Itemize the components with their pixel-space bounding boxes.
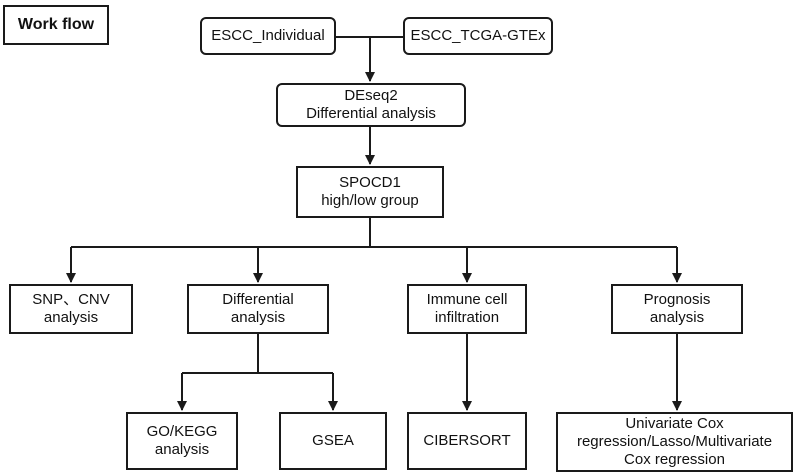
node-prognosis-line-1: Prognosis: [643, 291, 711, 308]
node-gsea: GSEA: [279, 412, 387, 470]
node-prognosis: Prognosis analysis: [611, 284, 743, 334]
node-deseq2-line-2: Differential analysis: [306, 105, 436, 122]
node-escc-tcga-gtex: ESCC_TCGA-GTEx: [403, 17, 553, 55]
node-cibersort-line-1: CIBERSORT: [423, 432, 511, 449]
node-snp-cnv: SNP、CNV analysis: [9, 284, 133, 334]
node-go-kegg: GO/KEGG analysis: [126, 412, 238, 470]
node-cox: Univariate Cox regression/Lasso/Multivar…: [556, 412, 793, 472]
node-escc-tcga-gtex-line-1: ESCC_TCGA-GTEx: [410, 27, 546, 44]
node-deseq2-line-1: DEseq2: [344, 87, 398, 104]
node-escc-individual-line-1: ESCC_Individual: [211, 27, 325, 44]
node-differential: Differential analysis: [187, 284, 329, 334]
node-differential-line-1: Differential: [222, 291, 294, 308]
node-cox-line-3: Cox regression: [624, 451, 725, 468]
node-escc-individual: ESCC_Individual: [200, 17, 336, 55]
node-immune-line-2: infiltration: [434, 309, 500, 326]
node-cox-line-1: Univariate Cox: [625, 415, 724, 432]
node-deseq2: DEseq2 Differential analysis: [276, 83, 466, 127]
node-spocd1: SPOCD1 high/low group: [296, 166, 444, 218]
node-differential-line-2: analysis: [230, 309, 286, 326]
node-spocd1-line-2: high/low group: [321, 192, 419, 209]
node-snp-cnv-line-1: SNP、CNV: [32, 291, 110, 308]
node-cox-line-2: regression/Lasso/Multivariate: [576, 433, 773, 450]
workflow-title-text: Work flow: [17, 16, 95, 33]
node-immune: Immune cell infiltration: [407, 284, 527, 334]
node-prognosis-line-2: analysis: [649, 309, 705, 326]
workflow-title: Work flow: [3, 5, 109, 45]
node-cibersort: CIBERSORT: [407, 412, 527, 470]
node-spocd1-line-1: SPOCD1: [339, 174, 401, 191]
node-immune-line-1: Immune cell: [426, 291, 508, 308]
node-go-kegg-line-2: analysis: [154, 441, 210, 458]
node-snp-cnv-line-2: analysis: [43, 309, 99, 326]
node-go-kegg-line-1: GO/KEGG: [146, 423, 218, 440]
node-gsea-line-1: GSEA: [312, 432, 354, 449]
